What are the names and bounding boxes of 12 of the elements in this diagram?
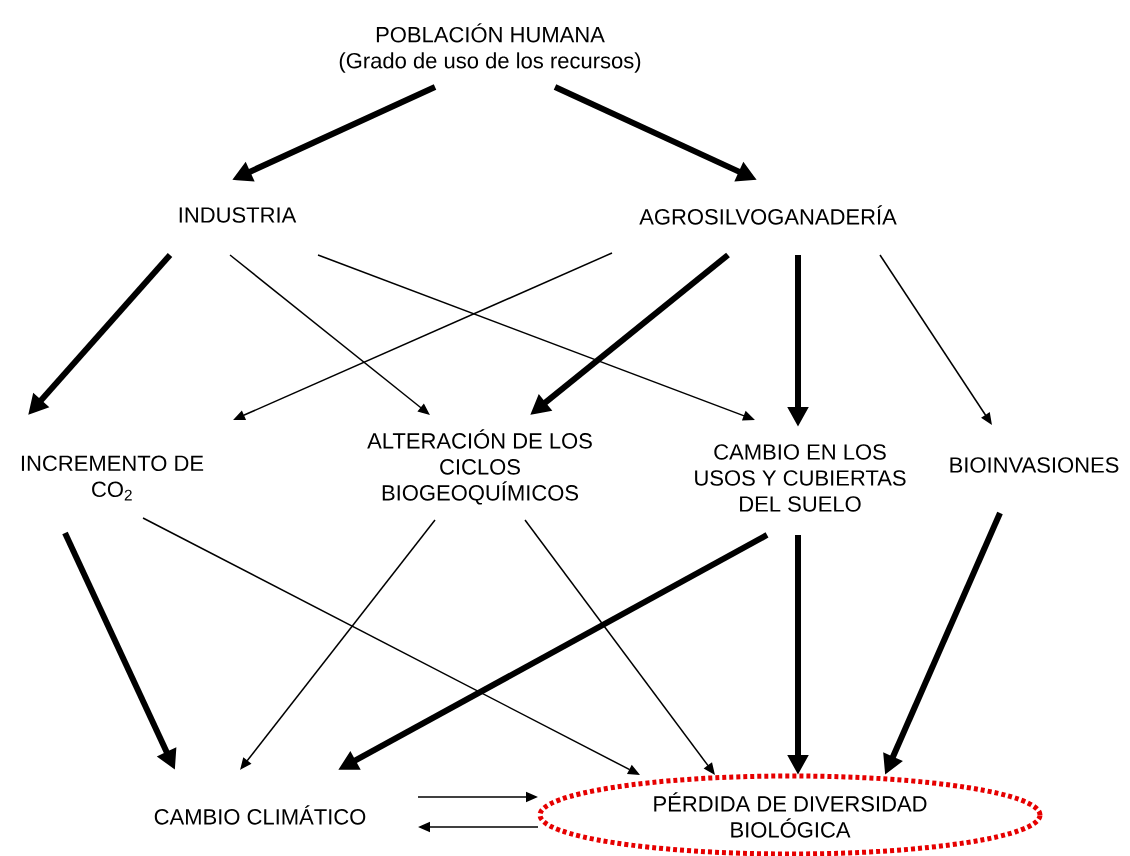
arrow — [879, 254, 992, 425]
concept-label: CAMBIO EN LOS USOS Y CUBIERTAS DEL SUELO — [695, 444, 906, 512]
concept-label: ALTERACIÓN DE LOS CICLOS BIOGEOQUÍMICOS — [367, 429, 592, 505]
arrow — [240, 519, 436, 770]
arrow — [229, 254, 430, 415]
concept-label: BIOINVASIONES — [950, 457, 1119, 473]
concept-label: POBLACIÓN HUMANA (Grado de uso de los recursos) — [339, 23, 641, 73]
concept-label: AGROSILVOGANADERÍA — [639, 205, 897, 225]
concept-label: INDUSTRIA — [179, 207, 297, 223]
arrow — [524, 519, 715, 775]
concept-label: INCREMENTO DE CO$_{2}$ — [21, 455, 204, 501]
concept-label: CAMBIO CLIMÁTICO — [154, 805, 366, 825]
